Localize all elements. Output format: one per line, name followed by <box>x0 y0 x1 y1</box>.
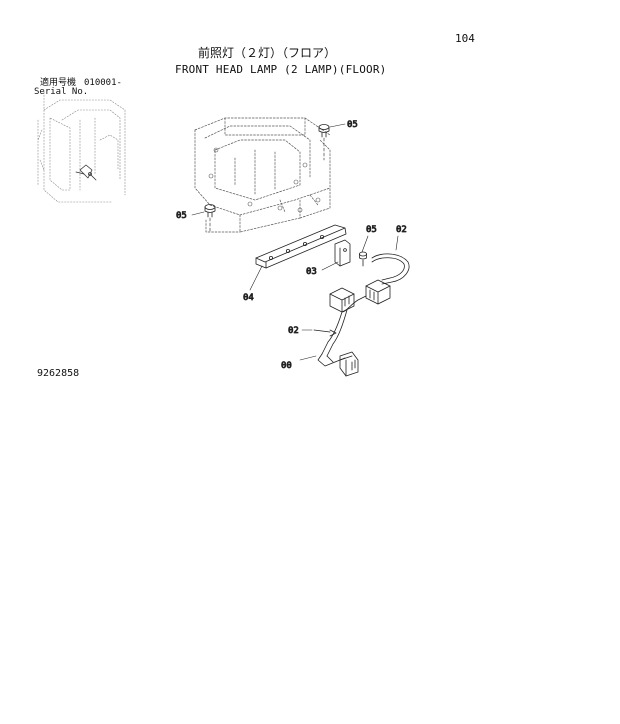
connector-left <box>329 287 355 313</box>
machine-thumbnail <box>37 91 126 203</box>
callout-03: 03 <box>306 267 317 277</box>
serial-label-japanese: 適用号機 <box>40 78 77 88</box>
callout-02-left: 02 <box>288 326 299 336</box>
serial-label-english: Serial No. <box>34 87 89 97</box>
frame-bolt-holes <box>208 147 321 213</box>
title-japanese: 前照灯（２灯）（フロア） <box>198 46 337 60</box>
callout-05-right: 05 <box>366 225 377 235</box>
wire-harness-00 <box>299 295 367 377</box>
callout-00: 00 <box>281 361 292 371</box>
harness-clamp-02 <box>301 329 337 337</box>
bolt-05-upper <box>318 123 346 161</box>
bolt-05-left <box>191 204 216 233</box>
callout-02-right: 02 <box>396 225 407 235</box>
connector-right <box>365 279 391 305</box>
page-number: 104 <box>455 32 475 45</box>
callout-05-left: 05 <box>176 211 187 221</box>
harness-loop-02 <box>371 235 410 285</box>
callout-04: 04 <box>243 293 254 303</box>
serial-range: 010001- <box>84 78 122 88</box>
bolt-05-right <box>359 235 369 267</box>
drawing-number: 9262858 <box>37 368 80 379</box>
callout-05-upper: 05 <box>347 120 358 130</box>
mounting-plate-04 <box>249 224 347 291</box>
cab-floor-frame <box>194 117 331 233</box>
bracket-03 <box>321 239 351 271</box>
title-english: FRONT HEAD LAMP (2 LAMP)(FLOOR) <box>175 63 387 76</box>
thumbnail-lamp-detail <box>75 164 97 181</box>
